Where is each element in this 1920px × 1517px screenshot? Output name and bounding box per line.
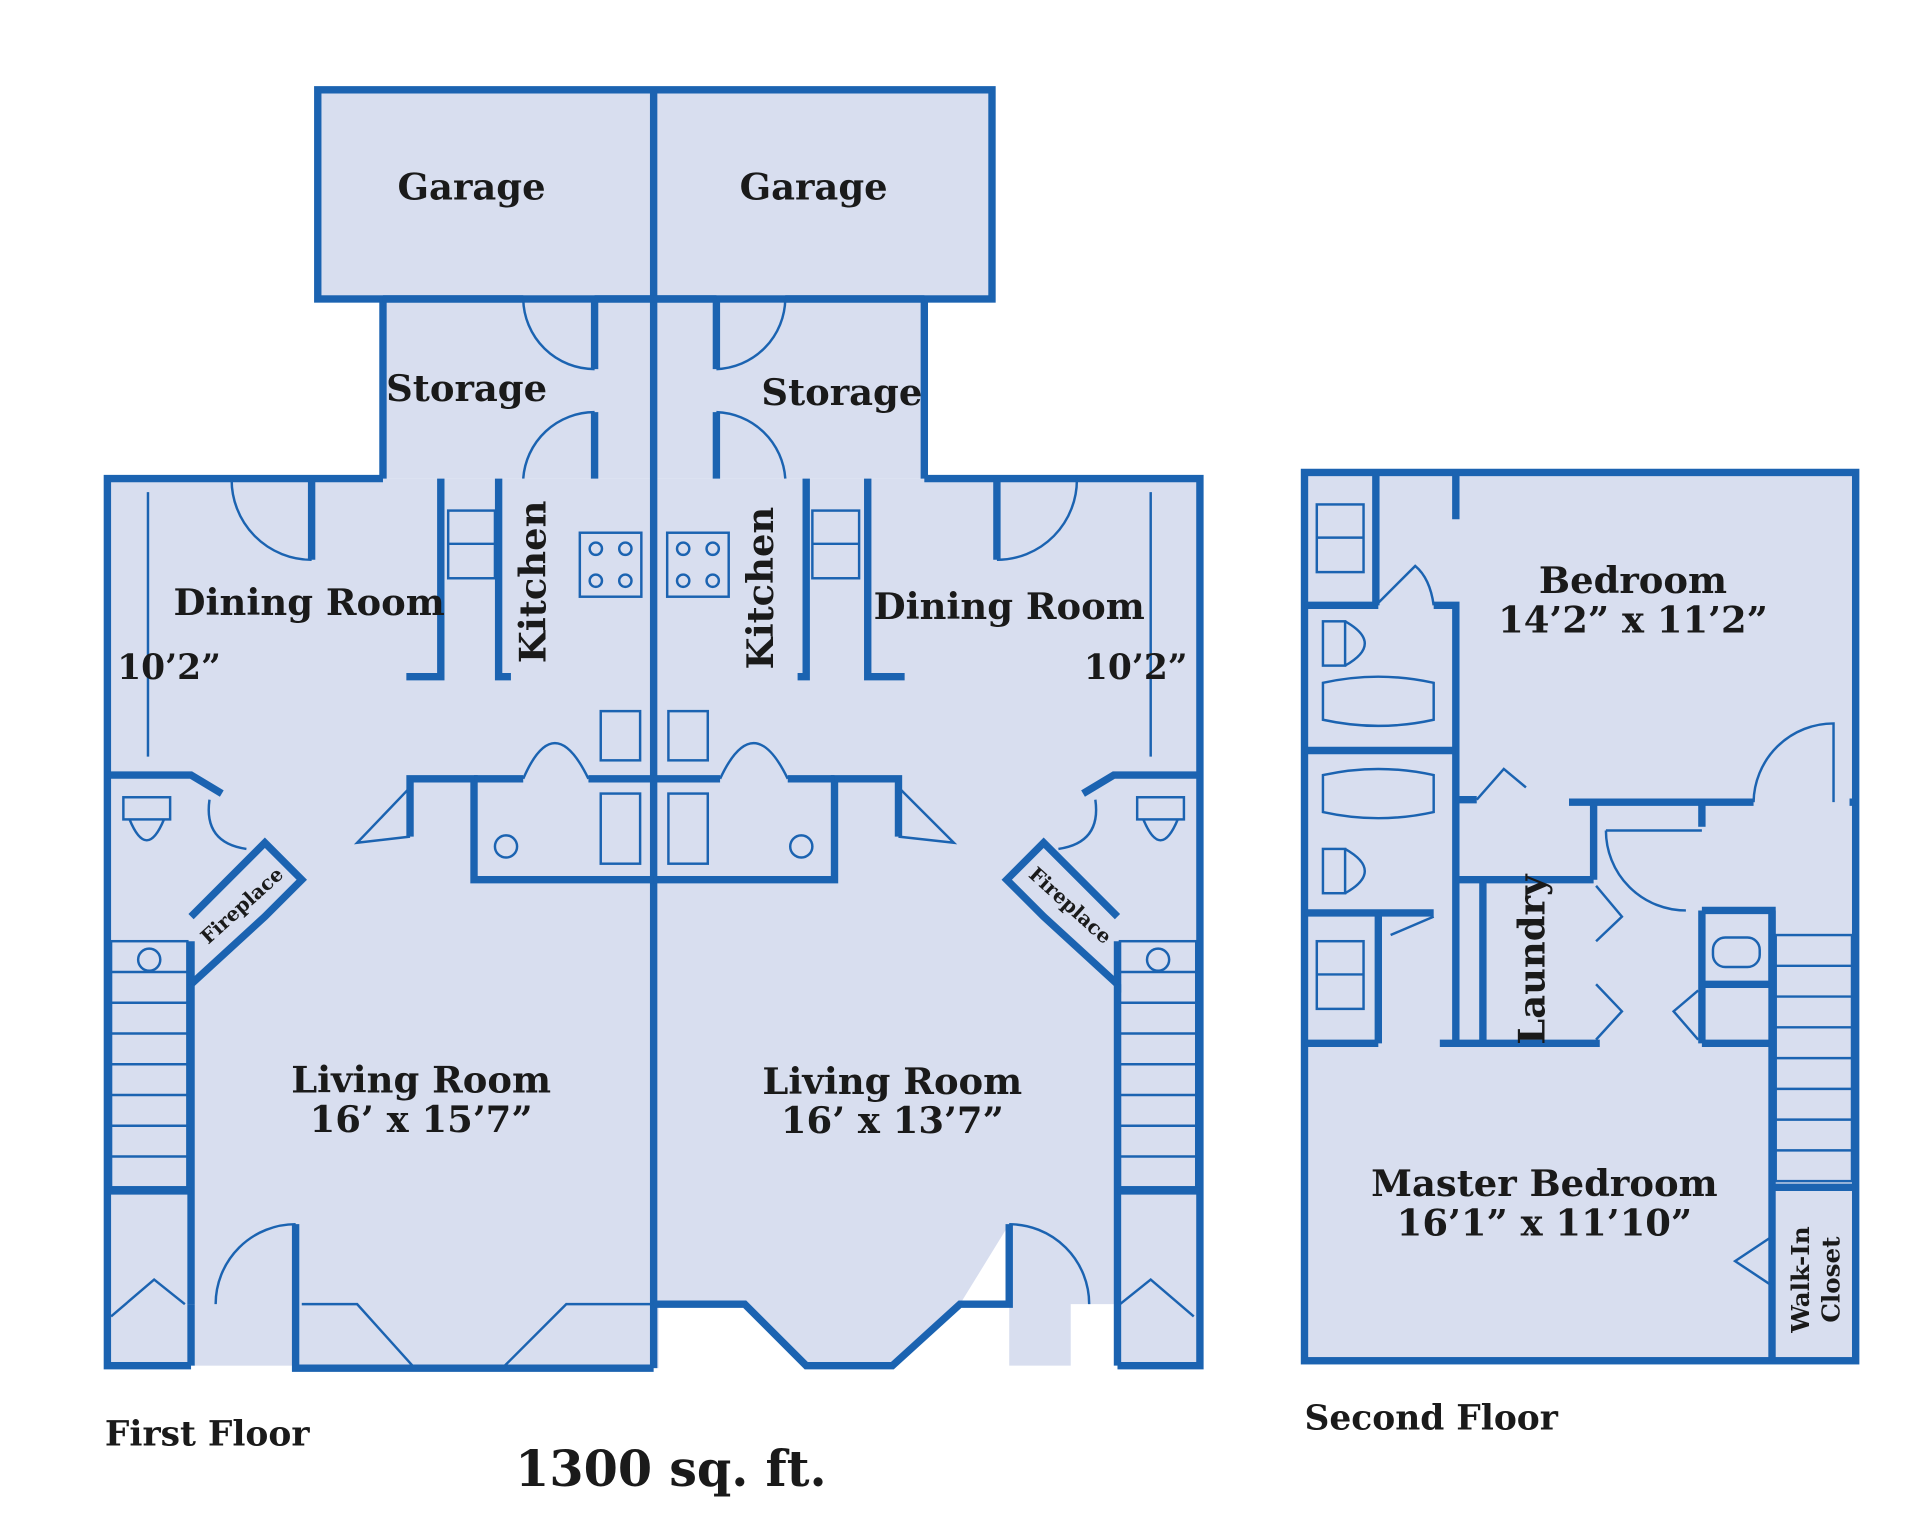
room-label-dining-right: Dining Room	[874, 584, 1145, 628]
room-label-garage-right: Garage	[740, 164, 888, 208]
first-floor-plan	[103, 86, 1204, 1372]
bedroom-dimension: 14’2” x 11’2”	[1498, 597, 1768, 641]
room-label-kitchen-right: Kitchen	[738, 507, 782, 670]
closet-label-line2: Closet	[1817, 1236, 1846, 1323]
room-label-laundry: Laundry	[1509, 873, 1553, 1045]
room-label-garage-left: Garage	[398, 164, 546, 208]
second-floor-plan	[1300, 468, 1860, 1365]
room-label-storage-left: Storage	[386, 366, 547, 410]
dining-dimension-right: 10’2”	[1084, 648, 1188, 688]
second-floor-title: Second Floor	[1304, 1399, 1558, 1439]
room-label-kitchen-left: Kitchen	[510, 501, 554, 664]
room-label-bedroom: Bedroom	[1539, 558, 1727, 602]
master-bedroom-dimension: 16’1” x 11’10”	[1397, 1200, 1693, 1244]
room-label-living-left: Living Room	[291, 1058, 551, 1102]
living-left-dimension: 16’ x 15’7”	[310, 1097, 533, 1141]
closet-label-line1: Walk-In	[1786, 1226, 1815, 1334]
dining-dimension-left: 10’2”	[117, 648, 221, 688]
living-right-dimension: 16’ x 13’7”	[781, 1098, 1004, 1142]
room-label-storage-right: Storage	[761, 370, 922, 414]
room-label-dining-left: Dining Room	[174, 580, 445, 624]
first-floor-title: First Floor	[105, 1415, 310, 1455]
room-label-master-bedroom: Master Bedroom	[1371, 1161, 1717, 1205]
total-area: 1300 sq. ft.	[515, 1440, 826, 1498]
room-label-living-right: Living Room	[762, 1059, 1022, 1103]
